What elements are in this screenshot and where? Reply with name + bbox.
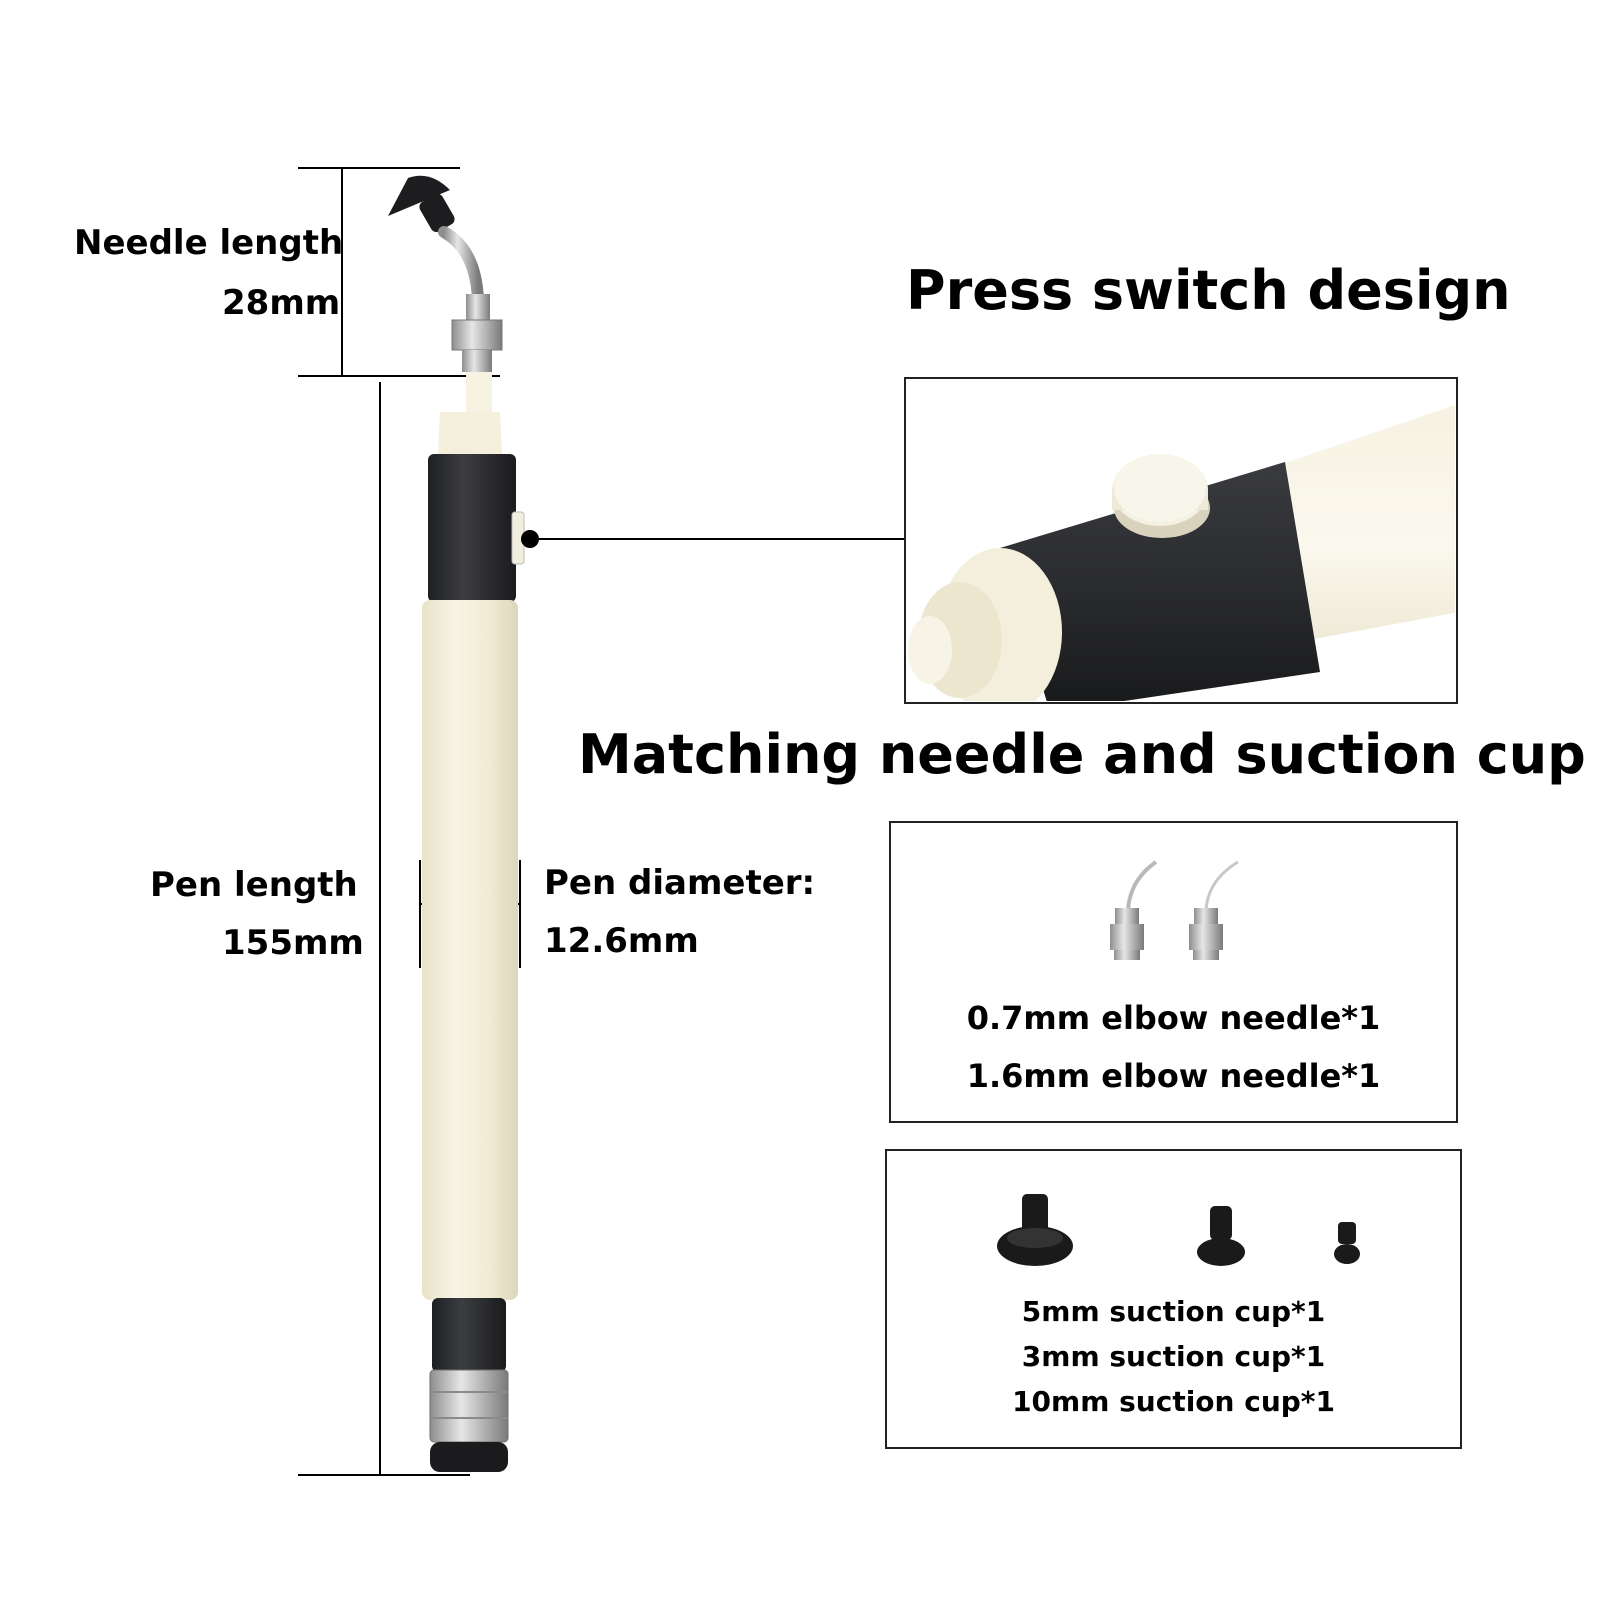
- needle-item: 0.7mm elbow needle*1: [966, 999, 1381, 1037]
- needle-item: 1.6mm elbow needle*1: [966, 1057, 1381, 1095]
- needle-length-value: 28mm: [222, 283, 341, 323]
- pen-length-label: Pen length: [150, 865, 358, 905]
- pen-diameter-label: Pen diameter:: [544, 863, 816, 903]
- switch-design-heading: Press switch design: [906, 259, 1511, 322]
- elbow-needle-illustration-1: [1110, 860, 1158, 960]
- vacuum-pen: [388, 175, 525, 1472]
- suction-cup-item: 10mm suction cup*1: [1012, 1385, 1335, 1418]
- accessories-heading: Matching needle and suction cup: [578, 723, 1586, 786]
- suction-cup-item: 5mm suction cup*1: [1021, 1295, 1326, 1328]
- elbow-needle-illustration-2: [1189, 860, 1239, 960]
- pen-diameter-value: 12.6mm: [544, 921, 699, 961]
- suction-cup-illustration-small: [1334, 1222, 1360, 1264]
- switch-detail-image: [904, 377, 1458, 704]
- suction-cup-item: 3mm suction cup*1: [1021, 1340, 1326, 1373]
- suction-cup-accessories-box: [885, 1149, 1462, 1449]
- pen-length-dimension: [298, 382, 470, 1476]
- suction-cup-illustration-medium: [1197, 1206, 1245, 1266]
- pen-length-value: 155mm: [222, 923, 364, 963]
- suction-cup-illustration-large: [997, 1194, 1073, 1266]
- needle-length-label: Needle length: [74, 223, 344, 263]
- needle-accessories-box: [889, 821, 1458, 1123]
- switch-callout: [521, 530, 904, 548]
